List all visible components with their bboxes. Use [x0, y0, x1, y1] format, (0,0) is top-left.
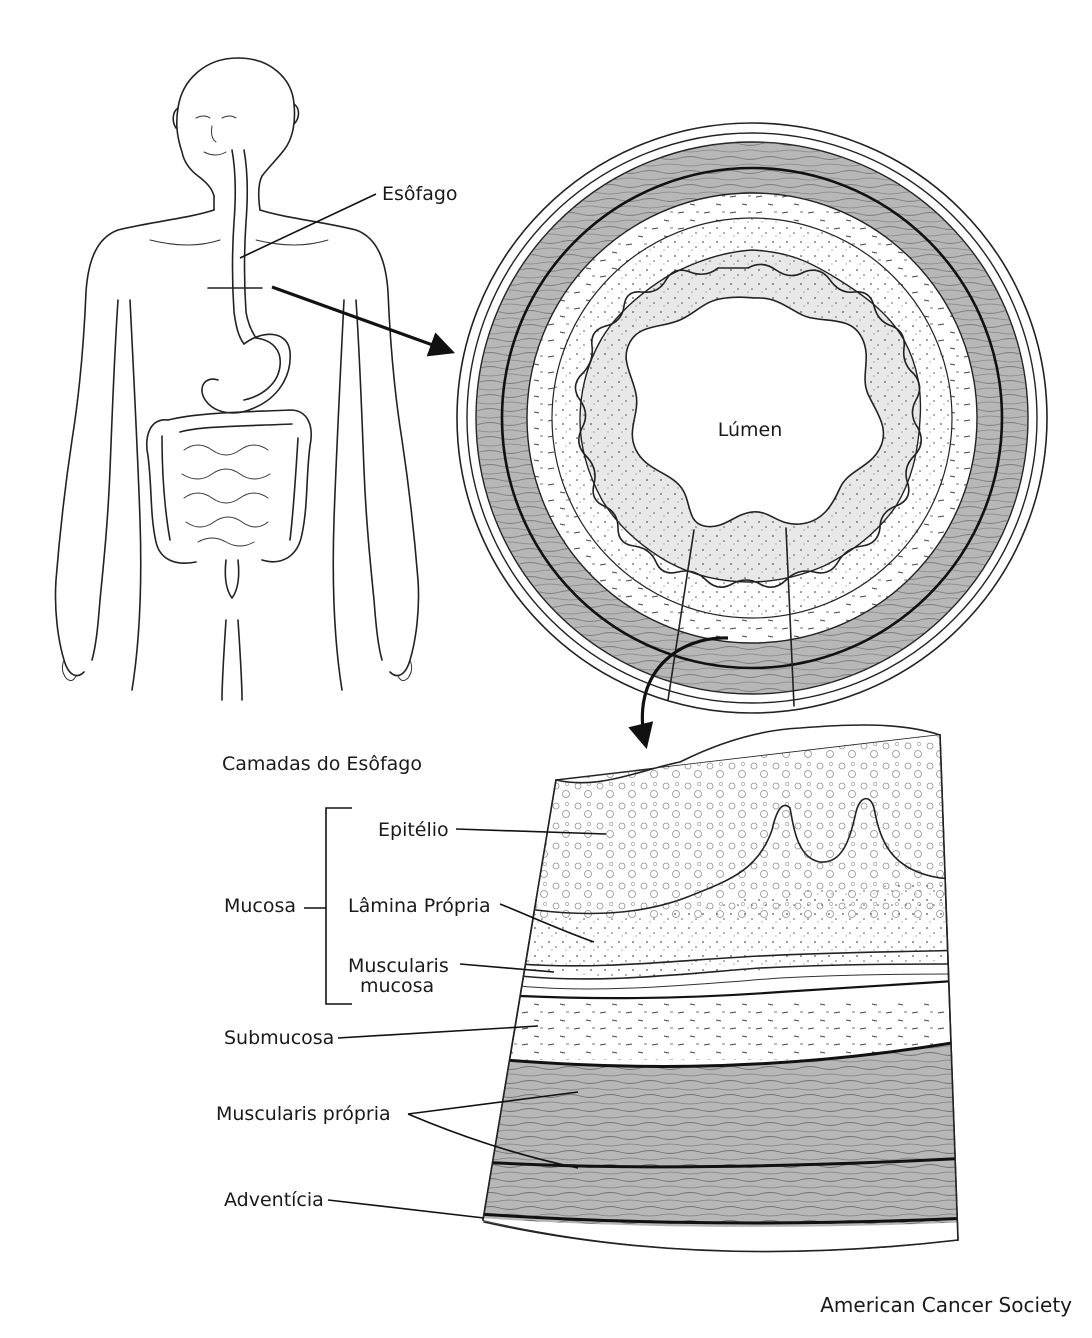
muscularis-mucosa-label-line1: Muscularis [348, 955, 449, 977]
lumen-label: Lúmen [718, 419, 783, 441]
submucosa-label: Submucosa [224, 1027, 334, 1049]
muscularis-mucosa-label-line2: mucosa [360, 975, 434, 997]
esofago-callout: Esôfago [239, 183, 458, 259]
esophagus-cross-section: Lúmen [456, 122, 1048, 714]
muscularis-propria-leader-upper [407, 1091, 579, 1115]
epitelio-leader [455, 828, 607, 835]
human-body-outline [54, 57, 420, 701]
muscularis-propria-leader-lower [407, 1113, 579, 1169]
submucosa-leader [337, 1025, 539, 1039]
credit-text: American Cancer Society [820, 1293, 1072, 1317]
muscularis-mucosa-leader [459, 963, 555, 973]
esofago-label: Esôfago [382, 183, 458, 205]
adventicia-leader [327, 1199, 485, 1219]
esophagus-layer-wedge [482, 724, 959, 1253]
lamina-propria-leader [499, 903, 595, 943]
zoom-arrow [271, 285, 456, 357]
detail-arrow [628, 636, 729, 750]
epitelio-label: Epitélio [378, 819, 449, 841]
adventicia-label: Adventícia [224, 1189, 324, 1211]
muscularis-propria-label: Muscularis própria [216, 1103, 391, 1125]
mucosa-label: Mucosa [224, 895, 296, 917]
mucosa-bracket [304, 807, 352, 1005]
digestive-organs [146, 333, 312, 599]
lamina-propria-label: Lâmina Própria [348, 895, 491, 917]
camadas-title: Camadas do Esôfago [222, 753, 422, 775]
